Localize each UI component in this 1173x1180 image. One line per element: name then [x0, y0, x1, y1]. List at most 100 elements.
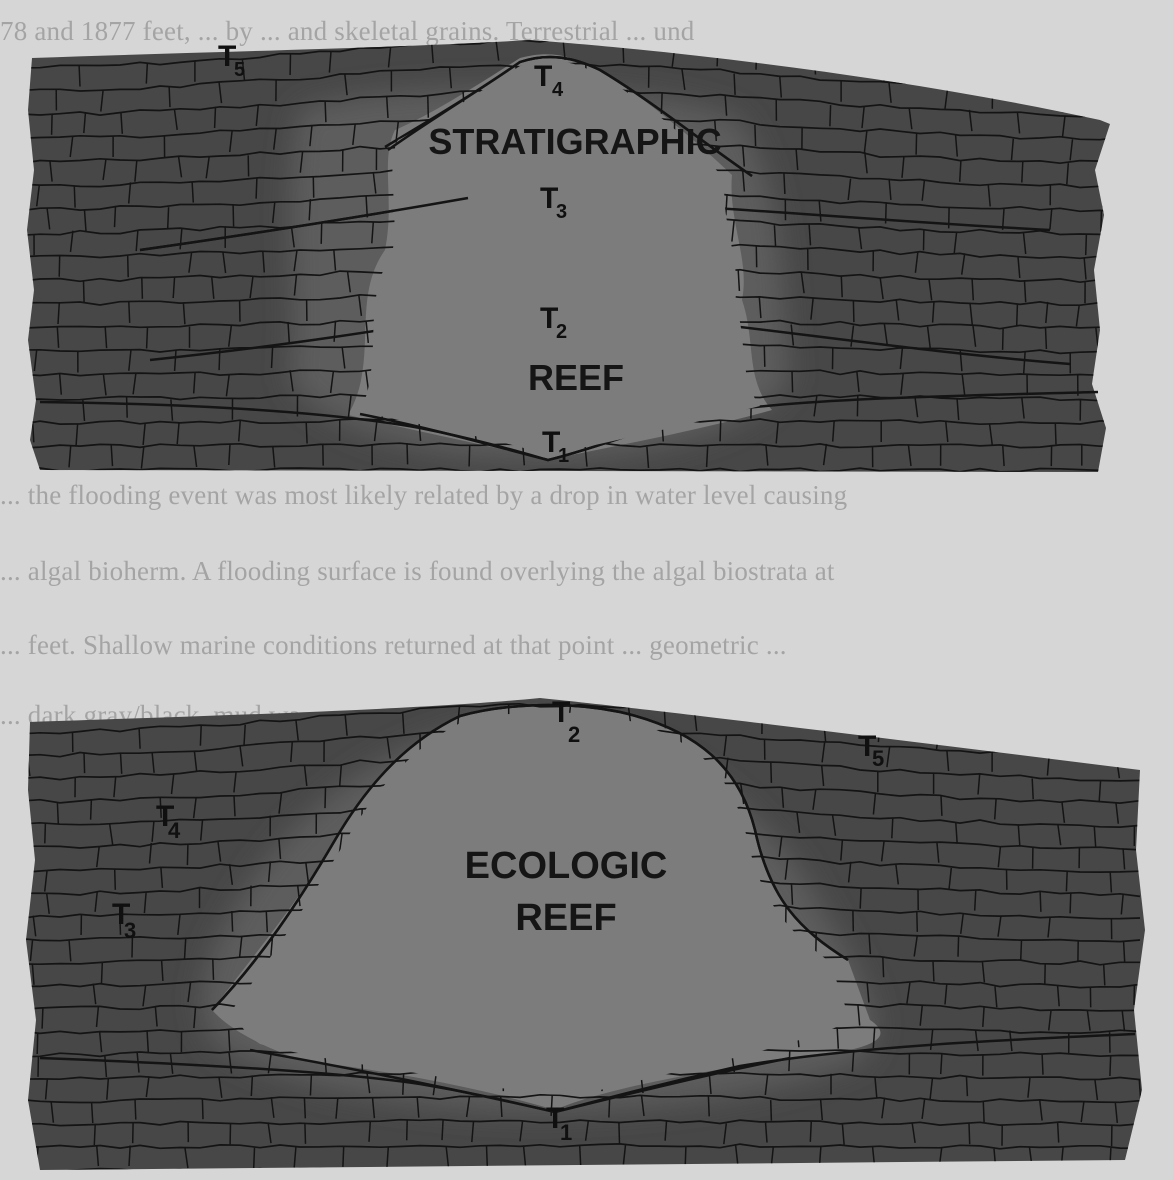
joint-tick — [234, 796, 235, 817]
joint-tick — [127, 397, 128, 418]
joint-tick — [168, 207, 169, 228]
joint-tick — [1062, 91, 1063, 112]
joint-tick — [42, 1008, 43, 1029]
joint-tick — [1003, 329, 1004, 350]
joint-tick — [428, 97, 429, 118]
svg-text:5: 5 — [872, 746, 884, 771]
joint-tick — [310, 1075, 311, 1096]
joint-tick — [19, 448, 21, 469]
joint-tick — [853, 301, 854, 322]
joint-tick — [1101, 210, 1102, 231]
joint-tick — [784, 173, 785, 194]
joint-tick — [213, 959, 214, 980]
joint-tick — [28, 138, 30, 159]
joint-tick — [830, 105, 831, 126]
joint-tick — [84, 281, 85, 302]
joint-tick — [32, 399, 34, 420]
joint-tick — [1032, 730, 1033, 751]
joint-tick — [916, 134, 917, 155]
joint-tick — [18, 281, 20, 302]
joint-tick — [21, 68, 22, 89]
joint-tick — [20, 779, 23, 800]
joint-tick — [708, 1096, 709, 1117]
joint-tick — [997, 728, 999, 749]
joint-tick — [1124, 733, 1127, 754]
svg-text:3: 3 — [556, 201, 567, 223]
joint-tick — [469, 445, 470, 466]
joint-tick — [52, 114, 53, 135]
joint-tick — [215, 107, 216, 128]
joint-tick — [135, 1099, 136, 1120]
joint-tick — [883, 957, 884, 978]
joint-tick — [37, 1033, 38, 1054]
joint-tick — [26, 986, 29, 1007]
joint-tick — [91, 799, 92, 820]
joint-tick — [256, 178, 257, 199]
joint-tick — [1017, 304, 1018, 325]
joint-tick — [1111, 161, 1114, 182]
joint-tick — [884, 60, 885, 81]
joint-tick — [57, 803, 58, 824]
joint-tick — [958, 936, 959, 957]
joint-tick — [25, 734, 27, 755]
stratigraphic-label: STRATIGRAPHIC — [428, 121, 721, 162]
svg-text:5: 5 — [234, 59, 245, 81]
joint-tick — [1102, 186, 1103, 207]
joint-tick — [917, 911, 918, 932]
joint-tick — [983, 1102, 984, 1123]
ecologic-label: ECOLOGIC — [465, 845, 668, 887]
joint-tick — [685, 1147, 686, 1168]
joint-tick — [841, 276, 842, 297]
joint-tick — [1109, 68, 1111, 89]
joint-tick — [487, 1146, 488, 1167]
joint-tick — [810, 1121, 811, 1142]
joint-tick — [1086, 234, 1087, 255]
joint-tick — [717, 45, 718, 66]
joint-tick — [720, 420, 721, 441]
joint-tick — [580, 1145, 581, 1166]
joint-tick — [1032, 779, 1033, 800]
joint-tick — [969, 1124, 970, 1145]
joint-tick — [1042, 1054, 1043, 1075]
joint-tick — [84, 753, 85, 774]
joint-tick — [304, 1098, 305, 1119]
joint-tick — [792, 884, 793, 905]
joint-tick — [36, 1147, 38, 1168]
joint-tick — [966, 1076, 967, 1097]
svg-text:T: T — [534, 60, 552, 93]
joint-tick — [855, 55, 858, 76]
joint-tick — [764, 346, 765, 367]
joint-tick — [1055, 423, 1056, 444]
joint-tick — [933, 961, 934, 982]
joint-tick — [23, 303, 25, 324]
joint-tick — [1070, 893, 1071, 914]
joint-tick — [1066, 871, 1067, 892]
joint-tick — [115, 206, 116, 227]
joint-tick — [45, 823, 46, 844]
joint-tick — [892, 818, 893, 839]
joint-tick — [325, 788, 326, 809]
joint-tick — [325, 101, 326, 122]
joint-tick — [254, 1148, 255, 1169]
joint-tick — [139, 728, 140, 749]
joint-tick — [734, 74, 735, 95]
svg-text:4: 4 — [168, 818, 181, 843]
joint-tick — [407, 443, 408, 464]
stratigraphic-reef-panel: STRATIGRAPHICREEF T5 T4 T3 T2 T1 — [18, 39, 1120, 472]
joint-tick — [305, 1123, 306, 1144]
joint-tick — [789, 1051, 790, 1072]
joint-tick — [74, 186, 75, 207]
joint-tick — [792, 371, 793, 392]
joint-tick — [755, 125, 756, 146]
joint-tick — [128, 256, 129, 277]
joint-tick — [306, 422, 307, 443]
svg-text:2: 2 — [568, 722, 580, 747]
joint-tick — [169, 86, 170, 107]
joint-tick — [860, 888, 861, 909]
joint-tick — [771, 1100, 772, 1121]
joint-tick — [219, 349, 220, 370]
joint-tick — [187, 845, 188, 866]
ecologic-reef-label: REEF — [515, 897, 616, 939]
joint-tick — [1098, 91, 1099, 112]
